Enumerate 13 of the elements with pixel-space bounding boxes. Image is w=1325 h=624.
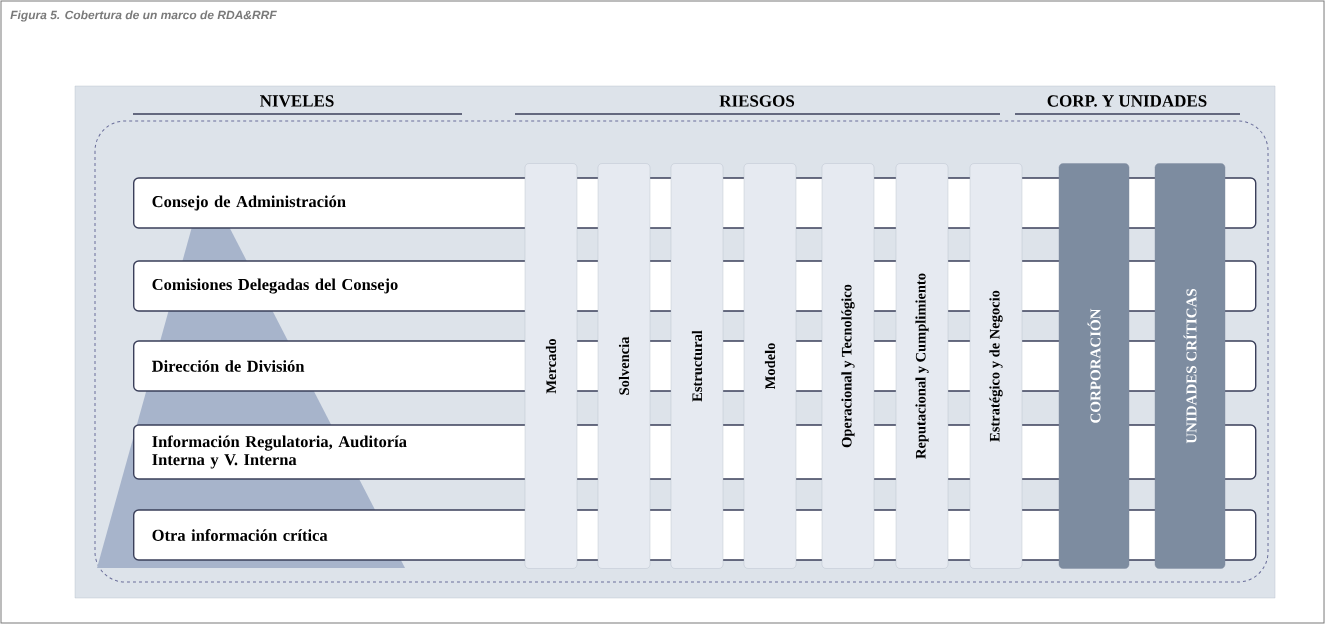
- risk-column: Estratégico y de Negocio: [969, 163, 1023, 569]
- risk-column: Reputacional y Cumplimiento: [895, 163, 949, 569]
- unit-column: CORPORACIÓN: [1058, 163, 1130, 569]
- column-header: RIESGOS: [719, 95, 795, 107]
- risk-column: Estructural: [670, 163, 724, 569]
- risk-column: Mercado: [524, 163, 578, 569]
- column-header: CORP. Y UNIDADES: [1047, 95, 1207, 107]
- risk-column: Modelo: [743, 163, 797, 569]
- risk-column: Operacional y Tecnológico: [821, 163, 875, 569]
- column-header: NIVELES: [260, 95, 334, 107]
- risk-column: Solvencia: [597, 163, 651, 569]
- figure-title: Figura 5. Cobertura de un marco de RDA&RRF: [10, 10, 277, 22]
- unit-column: UNIDADES CRÍTICAS: [1154, 163, 1226, 569]
